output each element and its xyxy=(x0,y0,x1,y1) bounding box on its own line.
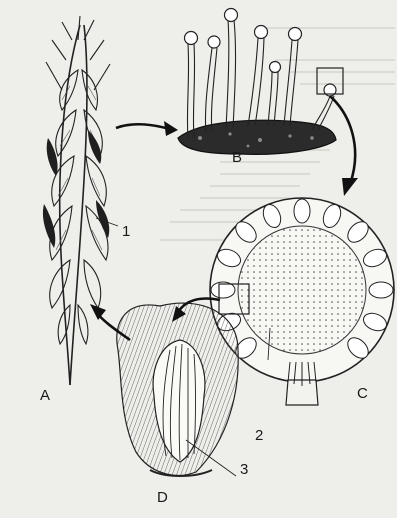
label-number-2: 2 xyxy=(255,428,263,443)
label-spike: A xyxy=(40,388,50,403)
arrow-a-to-b xyxy=(116,124,166,128)
sclerotia xyxy=(43,130,109,248)
label-perithecium: D xyxy=(157,490,168,505)
perithecium-illustration xyxy=(117,303,238,476)
label-stroma-section: C xyxy=(357,386,368,401)
label-number-1: 1 xyxy=(122,224,130,239)
label-number-3: 3 xyxy=(240,462,248,477)
stroma-illustration xyxy=(178,9,343,155)
spike-illustration xyxy=(46,16,110,385)
label-stroma: B xyxy=(232,150,242,165)
